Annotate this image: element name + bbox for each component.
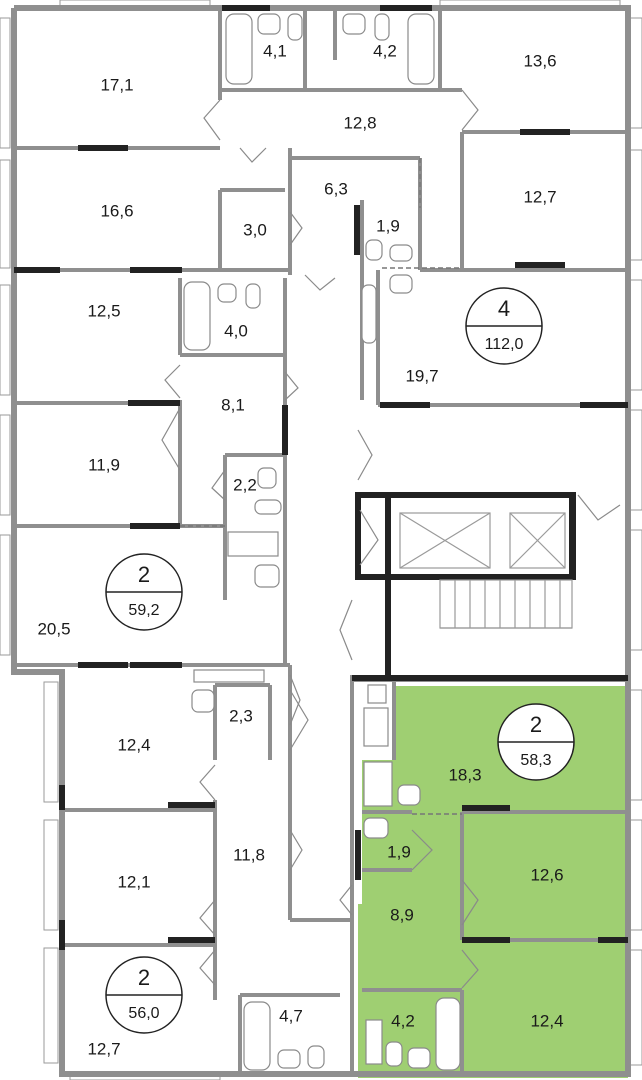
room-area-label: 1,9 xyxy=(376,216,400,235)
room-area-label: 11,8 xyxy=(233,845,265,864)
room-area-label: 13,6 xyxy=(523,51,556,70)
room-area-label: 4,1 xyxy=(263,41,287,60)
apartment-room-count: 2 xyxy=(138,562,150,587)
bathroom-fixtures xyxy=(183,13,461,1071)
room-area-label: 4,2 xyxy=(373,41,397,60)
room-area-label: 4,2 xyxy=(391,1011,415,1030)
room-area-label: 4,7 xyxy=(279,1006,303,1025)
room-area-label: 16,6 xyxy=(100,201,133,220)
room-area-label: 12,6 xyxy=(530,865,563,884)
outer-walls xyxy=(11,5,631,1077)
room-area-label: 12,4 xyxy=(117,735,150,754)
apartment-total-area: 58,3 xyxy=(520,752,551,769)
room-area-label: 3,0 xyxy=(243,220,267,239)
room-area-label: 11,9 xyxy=(88,455,120,474)
room-area-label: 6,3 xyxy=(324,179,348,198)
room-area-label: 2,2 xyxy=(233,475,257,494)
apartment-badge-a4[interactable]: 2 56,0 xyxy=(105,956,183,1034)
room-area-label: 19,7 xyxy=(405,366,438,385)
room-area-label: 12,4 xyxy=(530,1011,563,1030)
apartment-total-area: 112,0 xyxy=(485,336,524,353)
room-area-label: 12,8 xyxy=(343,113,376,132)
apartment-badge-a3[interactable]: 2 58,3 xyxy=(497,703,575,781)
room-area-label: 17,1 xyxy=(100,75,133,94)
room-area-label: 12,7 xyxy=(87,1039,120,1058)
room-area-label: 20,5 xyxy=(37,619,70,638)
apartment-badge-a2[interactable]: 2 59,2 xyxy=(105,553,183,631)
room-area-label: 8,9 xyxy=(390,905,414,924)
room-area-label: 8,1 xyxy=(221,395,245,414)
room-area-label: 18,3 xyxy=(448,765,481,784)
room-labels: 17,1 4,1 4,2 13,6 12,8 16,6 6,3 12,7 3,0… xyxy=(37,41,563,1058)
doors xyxy=(161,89,621,989)
room-area-label: 4,0 xyxy=(224,321,248,340)
room-area-label: 12,1 xyxy=(117,872,150,891)
apartment-room-count: 4 xyxy=(498,296,510,321)
apartment-room-count: 2 xyxy=(530,712,542,737)
dashed-boundaries xyxy=(180,158,462,815)
highlighted-apartment[interactable] xyxy=(358,686,628,1078)
apartment-room-count: 2 xyxy=(138,965,150,990)
structural-walls xyxy=(14,5,628,950)
apartment-total-area: 59,2 xyxy=(128,602,159,619)
room-area-label: 12,7 xyxy=(523,187,556,206)
room-area-label: 2,3 xyxy=(229,706,253,725)
room-area-label: 1,9 xyxy=(387,842,411,861)
apartment-badge-a1[interactable]: 4 112,0 xyxy=(465,287,543,365)
room-area-label: 12,5 xyxy=(87,301,120,320)
apartment-total-area: 56,0 xyxy=(128,1005,159,1022)
elevator-stair-core xyxy=(352,492,628,681)
